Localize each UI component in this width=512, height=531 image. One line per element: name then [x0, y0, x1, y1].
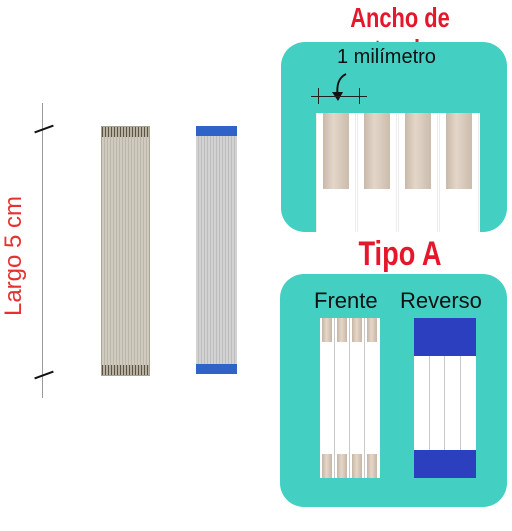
front-contact: [337, 318, 347, 342]
back-stiffener-bottom: [414, 450, 476, 478]
front-contact: [352, 318, 362, 342]
curved-arrow-down-icon: [332, 73, 347, 101]
millimeter-dimension-tick: [318, 88, 319, 104]
front-contact: [337, 454, 347, 478]
track-contact: [323, 113, 349, 189]
front-sample: [320, 318, 380, 478]
track-line: [460, 356, 461, 450]
track-contact: [446, 113, 472, 189]
millimeter-label: 1 milímetro: [337, 46, 436, 68]
track-line: [349, 318, 350, 478]
front-contact: [352, 454, 362, 478]
length-label: Largo 5 cm: [0, 195, 27, 317]
track: [439, 113, 479, 232]
track-line: [334, 318, 335, 478]
front-contact: [322, 454, 332, 478]
track-line: [364, 318, 365, 478]
flat-cable-front-image: [101, 126, 150, 376]
track: [357, 113, 397, 232]
front-contact: [322, 318, 332, 342]
flat-cable-back-image: [196, 126, 237, 374]
back-sample: [414, 318, 476, 478]
track-line: [444, 356, 445, 450]
front-contact: [367, 318, 377, 342]
track: [316, 113, 356, 232]
length-dimension-tick-bottom: [34, 370, 54, 380]
track-contact: [405, 113, 431, 189]
length-dimension-line: [42, 103, 43, 398]
type-title: Tipo A: [358, 235, 442, 273]
millimeter-dimension-tick: [359, 88, 360, 104]
millimeter-dimension-line: [311, 96, 367, 97]
track: [398, 113, 438, 232]
front-contact: [367, 454, 377, 478]
track-closeup: [316, 113, 480, 232]
length-dimension-tick-top: [34, 124, 54, 134]
front-label: Frente: [314, 288, 378, 313]
track-contact: [364, 113, 390, 189]
track-line: [429, 356, 430, 450]
back-stiffener-top: [414, 318, 476, 356]
back-label: Reverso: [400, 288, 482, 313]
